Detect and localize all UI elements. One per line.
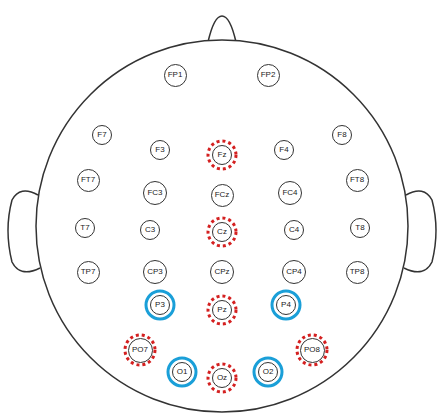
electrode: Pz	[212, 300, 232, 320]
electrode: F8	[332, 125, 352, 145]
electrode-label: TP8	[350, 268, 365, 276]
electrode: C4	[284, 220, 304, 240]
electrode-label: F4	[279, 146, 288, 154]
electrode-label: O2	[263, 368, 274, 376]
electrode-label: O1	[177, 368, 188, 376]
electrode-label: TP7	[81, 268, 96, 276]
electrode-label: FC4	[282, 189, 297, 197]
electrode-label: FC3	[147, 189, 162, 197]
electrode-label: C4	[289, 226, 299, 234]
electrode: T8	[350, 218, 370, 238]
electrode-label: PO8	[304, 346, 320, 354]
electrode: Cz	[212, 222, 232, 242]
electrode: FT7	[77, 169, 100, 192]
electrode: P4	[276, 295, 296, 315]
electrode: PO7	[128, 338, 153, 363]
nose	[208, 16, 236, 42]
electrode-label: Cz	[217, 228, 227, 236]
electrode: PO8	[300, 338, 325, 363]
electrode: F3	[150, 140, 170, 160]
left-ear	[8, 191, 40, 272]
electrode: FP1	[164, 64, 187, 87]
electrode-label: T8	[355, 224, 364, 232]
electrode-label: FP1	[168, 71, 183, 79]
electrode-label: Pz	[217, 306, 226, 314]
electrode-label: FT7	[81, 176, 95, 184]
electrode-label: CP4	[286, 268, 302, 276]
electrode: FCz	[211, 184, 234, 207]
electrode: O1	[172, 362, 192, 382]
electrode: F7	[92, 125, 112, 145]
electrode: F4	[274, 140, 294, 160]
electrode: TP7	[77, 261, 100, 284]
red-highlights	[125, 141, 327, 392]
electrode-label: F8	[337, 131, 346, 139]
electrode: CP4	[282, 260, 306, 284]
electrode-label: P3	[155, 301, 165, 309]
electrode-label: FP2	[261, 71, 276, 79]
right-ear	[404, 191, 436, 272]
electrode-label: F3	[155, 146, 164, 154]
head	[36, 40, 408, 412]
electrode-label: Oz	[217, 374, 227, 382]
electrode: C3	[140, 220, 160, 240]
electrode: P3	[150, 295, 170, 315]
electrode: Oz	[212, 368, 232, 388]
electrode: Fz	[212, 145, 232, 165]
electrode: T7	[75, 218, 95, 238]
electrode-label: F7	[97, 131, 106, 139]
electrode: O2	[258, 362, 278, 382]
electrode-label: P4	[281, 301, 291, 309]
electrode-label: T7	[80, 224, 89, 232]
electrode: FT8	[346, 169, 369, 192]
electrode-label: CP3	[147, 268, 163, 276]
electrode: CPz	[210, 260, 234, 284]
electrode-label: PO7	[132, 346, 148, 354]
electrode: FC3	[143, 181, 167, 205]
electrode: FC4	[278, 181, 302, 205]
electrode-label: FCz	[215, 191, 230, 199]
electrode: TP8	[346, 261, 369, 284]
electrode-label: Fz	[218, 151, 227, 159]
electrode-label: FT8	[350, 176, 364, 184]
electrode-label: CPz	[214, 268, 229, 276]
electrode: FP2	[257, 64, 280, 87]
electrode-label: C3	[145, 226, 155, 234]
electrode: CP3	[143, 260, 167, 284]
